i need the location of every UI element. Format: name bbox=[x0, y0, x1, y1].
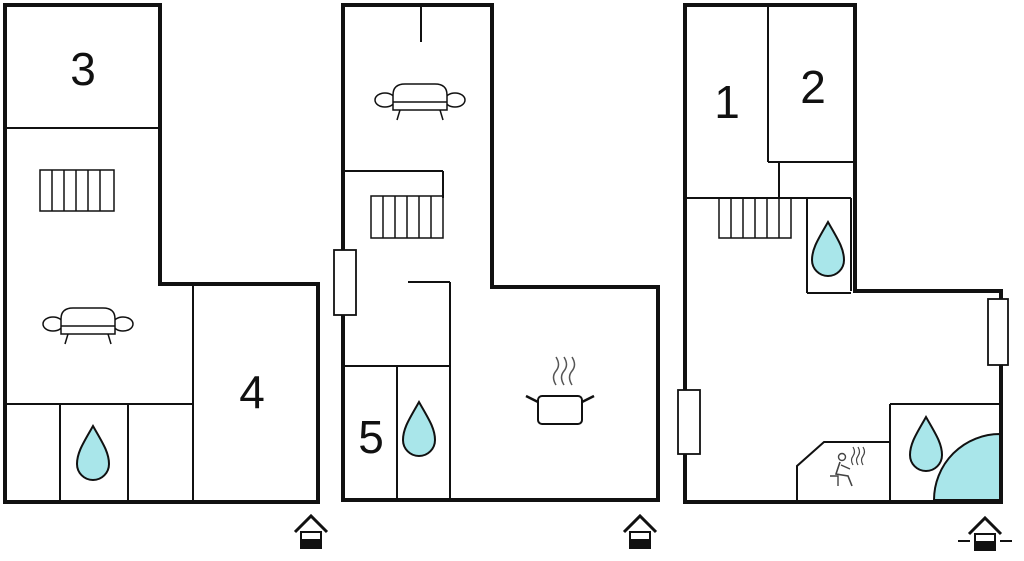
room-number-1: 1 bbox=[714, 76, 740, 128]
right-floor: 1 2 bbox=[677, 3, 1012, 552]
sofa-icon bbox=[42, 307, 134, 345]
water-drop-icon bbox=[909, 416, 943, 472]
room-number-4: 4 bbox=[239, 366, 265, 418]
wall bbox=[796, 441, 890, 502]
room-number-2: 2 bbox=[800, 61, 826, 113]
room-number-5: 5 bbox=[358, 411, 384, 463]
stairs-icon bbox=[370, 195, 444, 239]
window bbox=[333, 249, 357, 316]
entrance-icon bbox=[293, 514, 329, 550]
entrance-icon bbox=[958, 516, 1012, 552]
room-number-3: 3 bbox=[70, 43, 96, 95]
whirlpool-icon bbox=[932, 432, 1001, 501]
right-floor-outline bbox=[683, 3, 1003, 504]
left-floor-outline bbox=[3, 3, 320, 504]
water-drop-icon bbox=[811, 221, 845, 277]
water-drop-icon bbox=[76, 425, 110, 481]
stairs-icon bbox=[718, 197, 792, 239]
window bbox=[677, 389, 701, 455]
entrance-icon bbox=[622, 514, 658, 550]
water-drop-icon bbox=[402, 401, 436, 457]
sauna-icon bbox=[830, 446, 866, 487]
middle-floor-outline bbox=[341, 3, 660, 502]
cooking-pot-icon bbox=[525, 356, 595, 425]
stairs-icon bbox=[39, 169, 115, 212]
window bbox=[987, 298, 1009, 366]
left-floor: 3 4 bbox=[3, 3, 329, 550]
middle-floor: 5 bbox=[333, 3, 660, 550]
sofa-icon bbox=[374, 83, 466, 121]
